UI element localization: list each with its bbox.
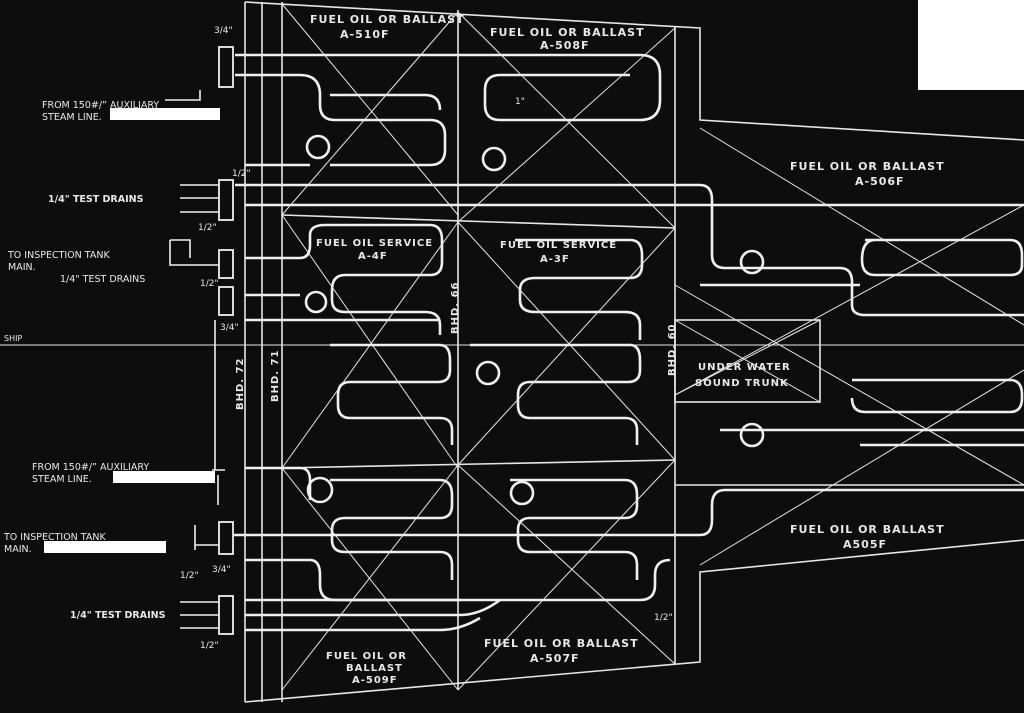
test-drains-mid-label: 1/4" TEST DRAINS [60, 274, 145, 285]
hull-outline-bottom [244, 539, 1024, 703]
tank-a3f-label-2: A-3F [540, 254, 570, 265]
sound-trunk-label-1: UNDER WATER [698, 362, 791, 373]
sound-trunk-label-2: SOUND TRUNK [695, 378, 789, 389]
size-callout-1-2-f: 1/2" [654, 613, 673, 623]
manifolds [218, 46, 234, 635]
tank-a507f-label-1: FUEL OIL OR BALLAST [484, 637, 639, 650]
tank-a3f-label-1: FUEL OIL SERVICE [500, 240, 617, 251]
bulkhead-66-label: BHD. 66 [450, 282, 461, 335]
heating-coils [230, 53, 1024, 632]
size-callout-3-4-top: 3/4" [214, 26, 233, 36]
tank-a4f-label-2: A-4F [358, 251, 388, 262]
size-callout-1-2-b: 1/2" [198, 223, 217, 233]
steam-line-top-label-1: FROM 150#/” AUXILIARY [42, 100, 159, 111]
size-callout-3-4-mid: 3/4" [220, 323, 239, 333]
tank-a508f-label-1: FUEL OIL OR BALLAST [490, 26, 645, 39]
tank-a505f-label-2: A505F [843, 538, 887, 551]
bulkhead-72-label: BHD. 72 [235, 358, 246, 411]
tank-a509f-label-1: FUEL OIL OR [326, 651, 407, 662]
tank-a510f-label-2: A-510F [340, 28, 390, 41]
inspection-bottom-label-1: TO INSPECTION TANK [3, 532, 106, 543]
size-callout-1-2-a: 1/2" [232, 169, 251, 179]
steam-line-bottom-label-2: STEAM LINE. [32, 474, 92, 485]
tank-boundary-upper [281, 214, 676, 229]
hull-outline-top [244, 1, 1024, 141]
tank-a509f-label-3: A-509F [352, 675, 398, 686]
inspection-top-label-1: TO INSPECTION TANK [7, 250, 110, 261]
test-drains-bottom-label: 1/4" TEST DRAINS [70, 610, 166, 621]
inspection-bottom-label-2: MAIN. [4, 544, 32, 555]
ship-centerline-label: SHIP [4, 334, 22, 343]
redaction-bottom [44, 541, 166, 553]
test-drains-top-label: 1/4" TEST DRAINS [48, 194, 144, 205]
blank-corner-patch [918, 0, 1024, 90]
size-callout-1-2-d: 1/2" [180, 571, 199, 581]
redaction-middle [113, 471, 215, 483]
tank-a510f-label-1: FUEL OIL OR BALLAST [310, 13, 465, 26]
tank-boundary-lower [281, 459, 676, 469]
size-callout-1-2-c: 1/2" [200, 279, 219, 289]
tank-a4f-label-1: FUEL OIL SERVICE [316, 238, 433, 249]
bulkhead-60-label: BHD. 60 [667, 324, 678, 377]
tank-a506f-label-1: FUEL OIL OR BALLAST [790, 160, 945, 173]
pipe-size-1in: 1" [515, 97, 525, 107]
tank-a506f-label-2: A-506F [855, 175, 905, 188]
manifold-inspection-top [218, 249, 234, 279]
manifold-top [218, 46, 234, 88]
steam-line-bottom-label-1: FROM 150#/” AUXILIARY [32, 462, 149, 473]
tank-a508f-label-2: A-508F [540, 39, 590, 52]
tank-a507f-label-2: A-507F [530, 652, 580, 665]
size-callout-3-4-bot: 3/4" [212, 565, 231, 575]
tank-a505f-label-1: FUEL OIL OR BALLAST [790, 523, 945, 536]
sound-trunk-outline [674, 319, 821, 403]
manifold-drains-bottom [218, 595, 234, 635]
tank-a509f-label-2: BALLAST [346, 663, 403, 674]
manifold-mid [218, 286, 234, 316]
inspection-top-label-2: MAIN. [8, 262, 36, 273]
manifold-inspection-bottom [218, 521, 234, 555]
redaction-top [110, 108, 220, 120]
bulkhead-71-label: BHD. 71 [270, 350, 281, 403]
size-callout-1-2-e: 1/2" [200, 641, 219, 651]
manifold-drains-top [218, 179, 234, 221]
steam-line-top-label-2: STEAM LINE. [42, 112, 102, 123]
